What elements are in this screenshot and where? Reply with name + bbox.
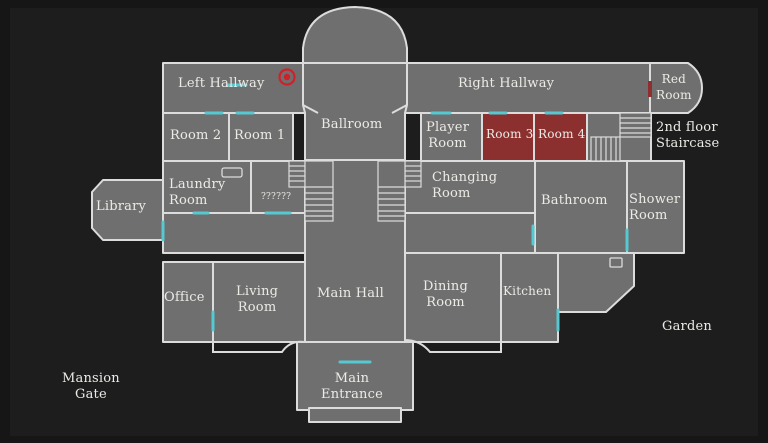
label-room-2: Room 2	[170, 128, 222, 143]
label-garden: Garden	[662, 319, 712, 334]
label-room-4: Room 4	[538, 127, 586, 141]
label-room-3: Room 3	[486, 127, 534, 141]
right-hallway-area[interactable]	[404, 62, 703, 114]
player-location-marker	[278, 68, 296, 86]
changing-room-area[interactable]	[404, 160, 536, 214]
label-library: Library	[96, 199, 147, 214]
east-corridor-area[interactable]	[404, 212, 536, 254]
west-corridor-area[interactable]	[162, 212, 306, 254]
label-left-hallway: Left Hallway	[178, 76, 265, 91]
doors[interactable]	[161, 83, 629, 364]
label-kitchen: Kitchen	[503, 284, 552, 298]
ballroom-dome	[302, 6, 408, 64]
label-2nd-floor-staircase: 2nd floor Staircase	[656, 120, 720, 151]
label-dining-room: Dining Room	[423, 279, 469, 310]
stairs-2nd-floor[interactable]	[590, 112, 652, 162]
ballroom-area[interactable]	[302, 62, 408, 161]
shower-room-area[interactable]	[626, 160, 685, 254]
label-main-hall: Main Hall	[317, 286, 384, 301]
label-changing-room: Changing Room	[432, 170, 498, 201]
room-1-area[interactable]	[228, 112, 294, 162]
label-laundry-room: Laundry Room	[169, 177, 226, 208]
label-unknown-room: ??????	[261, 192, 292, 202]
label-bathroom: Bathroom	[541, 193, 608, 208]
living-room-area[interactable]	[212, 261, 306, 343]
entrance-steps	[308, 407, 402, 423]
label-red-room: Red Room	[656, 72, 692, 102]
red-room-door[interactable]	[648, 81, 652, 97]
office-area[interactable]	[162, 261, 214, 343]
label-main-entrance: Main Entrance	[321, 371, 383, 402]
laundry-machine	[221, 167, 243, 178]
label-player-room: Player Room	[426, 120, 470, 151]
stairs-left[interactable]	[288, 160, 334, 222]
kitchen-fixture	[609, 257, 623, 268]
label-shower-room: Shower Room	[629, 192, 681, 223]
label-ballroom: Ballroom	[321, 117, 383, 132]
bathroom-area[interactable]	[534, 160, 628, 254]
label-living-room: Living Room	[236, 284, 279, 315]
label-right-hallway: Right Hallway	[458, 76, 555, 91]
label-mansion-gate: Mansion Gate	[62, 371, 120, 402]
label-office: Office	[164, 290, 205, 305]
room-4-area[interactable]	[533, 112, 588, 162]
stairs-right[interactable]	[377, 160, 422, 222]
label-room-1: Room 1	[234, 128, 286, 143]
garden-side-area	[557, 252, 635, 313]
